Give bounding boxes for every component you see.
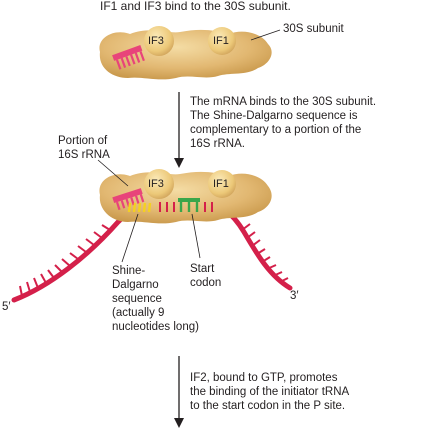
arrow1-head [174,158,184,168]
sd-leader-line [121,213,139,263]
30s-subunit-leader-line [250,29,281,41]
start-leader-line [191,213,201,259]
rrna-leader-line [97,159,129,187]
if3-label-step2: IF3 [148,178,164,190]
rrna-label: Portion of 16S rRNA [58,135,110,161]
16s-rrna-portion-step1 [112,45,145,70]
if1-label-step2: IF1 [213,178,229,190]
step2-complex-group [11,159,293,303]
shine-dalgarno-sequence [127,202,152,213]
start-codon-label: Start codon [190,263,222,289]
three-prime-label: 3′ [290,290,299,302]
arrow2-head [174,418,184,428]
step1-subunit-group [99,26,281,80]
if3-factor [144,26,174,56]
if3-label-step1: IF3 [148,35,164,47]
shine-dalgarno-label: Shine- Dalgarno sequence (actually 9 nuc… [112,265,199,333]
if1-factor-bound [208,170,236,198]
arrow2-text: IF2, bound to GTP, promotes the binding … [190,372,350,412]
five-prime-label: 5′ [2,301,11,313]
if1-label-step1: IF1 [213,35,229,47]
30s-subunit-label: 30S subunit [283,23,344,35]
start-codon [159,198,213,212]
arrow1-text: The mRNA binds to the 30S subunit. The S… [190,96,377,150]
if1-factor [208,27,236,55]
step1-caption: IF1 and IF3 bind to the 30S subunit. [100,0,291,13]
if3-factor-bound [144,169,174,199]
